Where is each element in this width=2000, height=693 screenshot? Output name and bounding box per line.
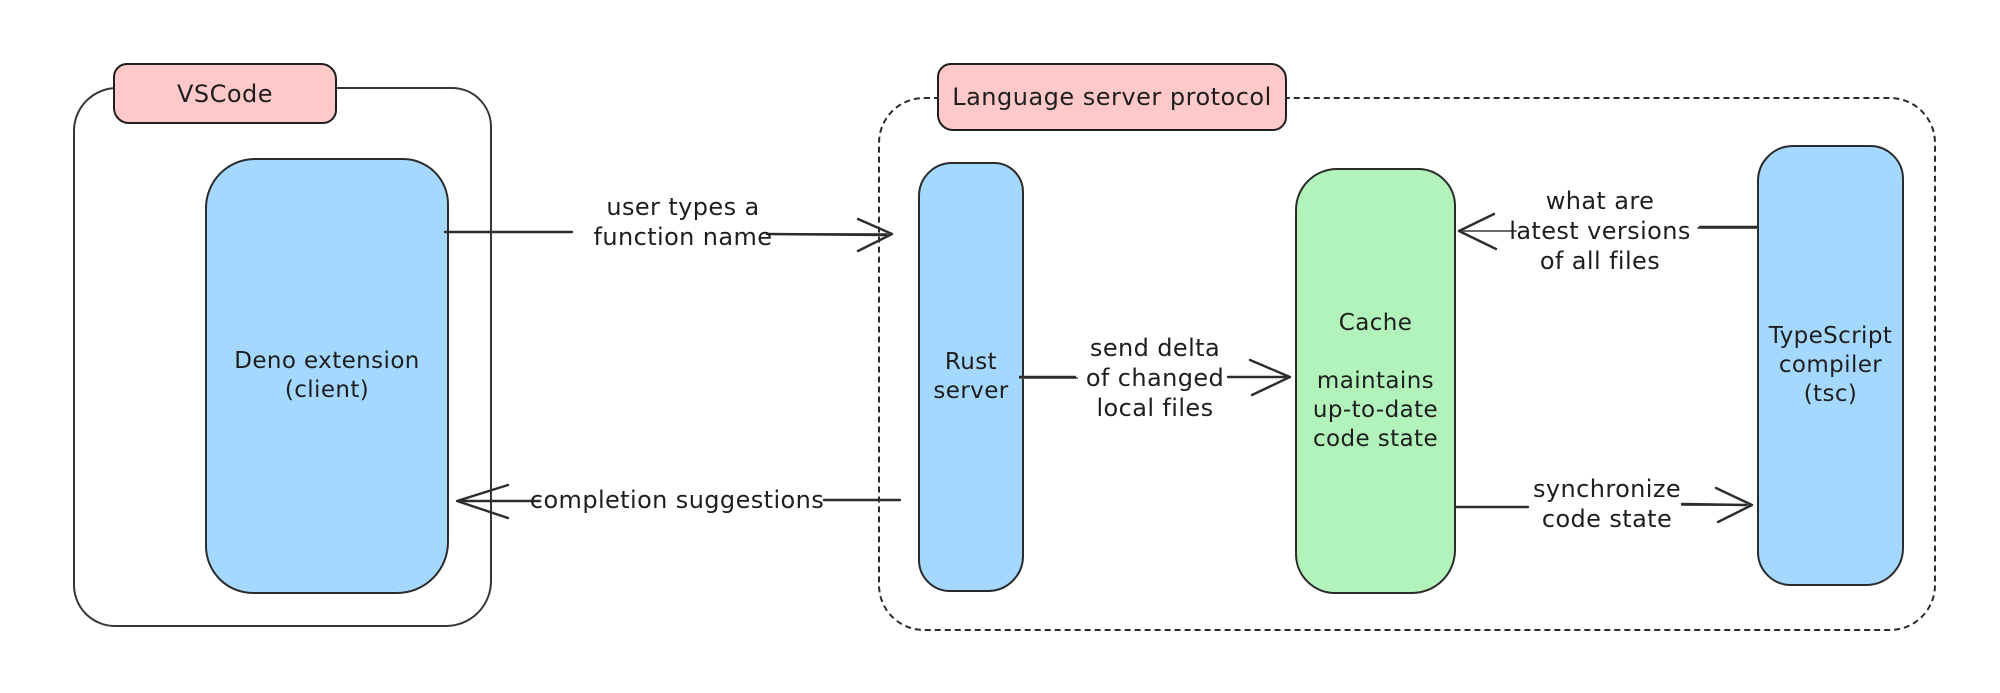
lsp-group-box: [878, 97, 1936, 631]
cache-node: Cache maintains up-to-date code state: [1295, 168, 1456, 594]
deno-extension-node: Deno extension (client): [205, 158, 449, 594]
arrow-label-synchronize: synchronize code state: [1533, 475, 1681, 533]
arrow-label-send-delta: send delta of changed local files: [1085, 334, 1225, 422]
arrow-label-user-types: user types a function name: [593, 193, 773, 251]
vscode-group-label: VSCode: [113, 63, 337, 124]
arrow-label-completion-suggestions: completion suggestions: [529, 486, 825, 514]
rust-server-node: Rust server: [918, 162, 1024, 592]
typescript-compiler-node: TypeScript compiler (tsc): [1757, 145, 1904, 586]
arrow-label-latest-versions: what are latest versions of all files: [1509, 187, 1691, 275]
typescript-compiler-label: TypeScript compiler (tsc): [1768, 323, 1893, 407]
rust-server-label: Rust server: [933, 349, 1009, 404]
lsp-group-label: Language server protocol: [937, 63, 1287, 131]
cache-label: Cache maintains up-to-date code state: [1312, 309, 1439, 452]
lsp-group-label-text: Language server protocol: [952, 83, 1272, 111]
deno-extension-label: Deno extension (client): [234, 348, 420, 403]
vscode-group-label-text: VSCode: [176, 79, 274, 108]
